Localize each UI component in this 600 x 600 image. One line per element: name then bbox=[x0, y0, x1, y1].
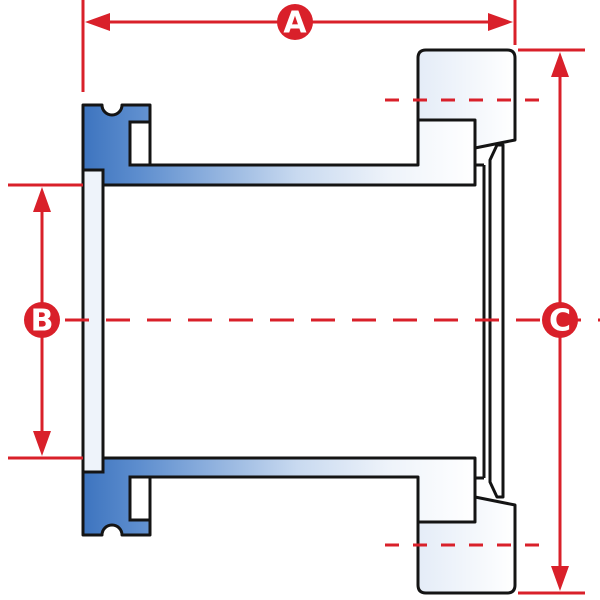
dimension-b-badge bbox=[24, 302, 60, 338]
dimension-b bbox=[8, 183, 83, 460]
dimension-a bbox=[81, 0, 517, 92]
dimension-b-arrow-top bbox=[33, 187, 51, 212]
upper-oring-groove bbox=[128, 120, 152, 167]
dimension-c bbox=[518, 48, 585, 595]
dimension-c-arrow-top bbox=[551, 52, 569, 77]
dimension-a-badge bbox=[277, 4, 313, 40]
upper-rotatable-ring bbox=[416, 48, 517, 150]
dimension-a-arrow-left bbox=[85, 13, 110, 31]
lower-oring-groove bbox=[128, 475, 152, 522]
dimension-b-label: B bbox=[31, 304, 54, 339]
lower-wall-section bbox=[81, 456, 477, 537]
dimension-c-arrow-bottom bbox=[551, 566, 569, 591]
dimension-c-label: C bbox=[549, 304, 571, 339]
dimension-b-arrow-bottom bbox=[33, 431, 51, 456]
upper-wall-section bbox=[81, 103, 477, 187]
dimension-a-arrow-right bbox=[488, 13, 513, 31]
lower-rotatable-ring bbox=[416, 495, 517, 595]
dimension-a-label: A bbox=[283, 6, 307, 41]
dimension-c-badge bbox=[542, 302, 578, 338]
